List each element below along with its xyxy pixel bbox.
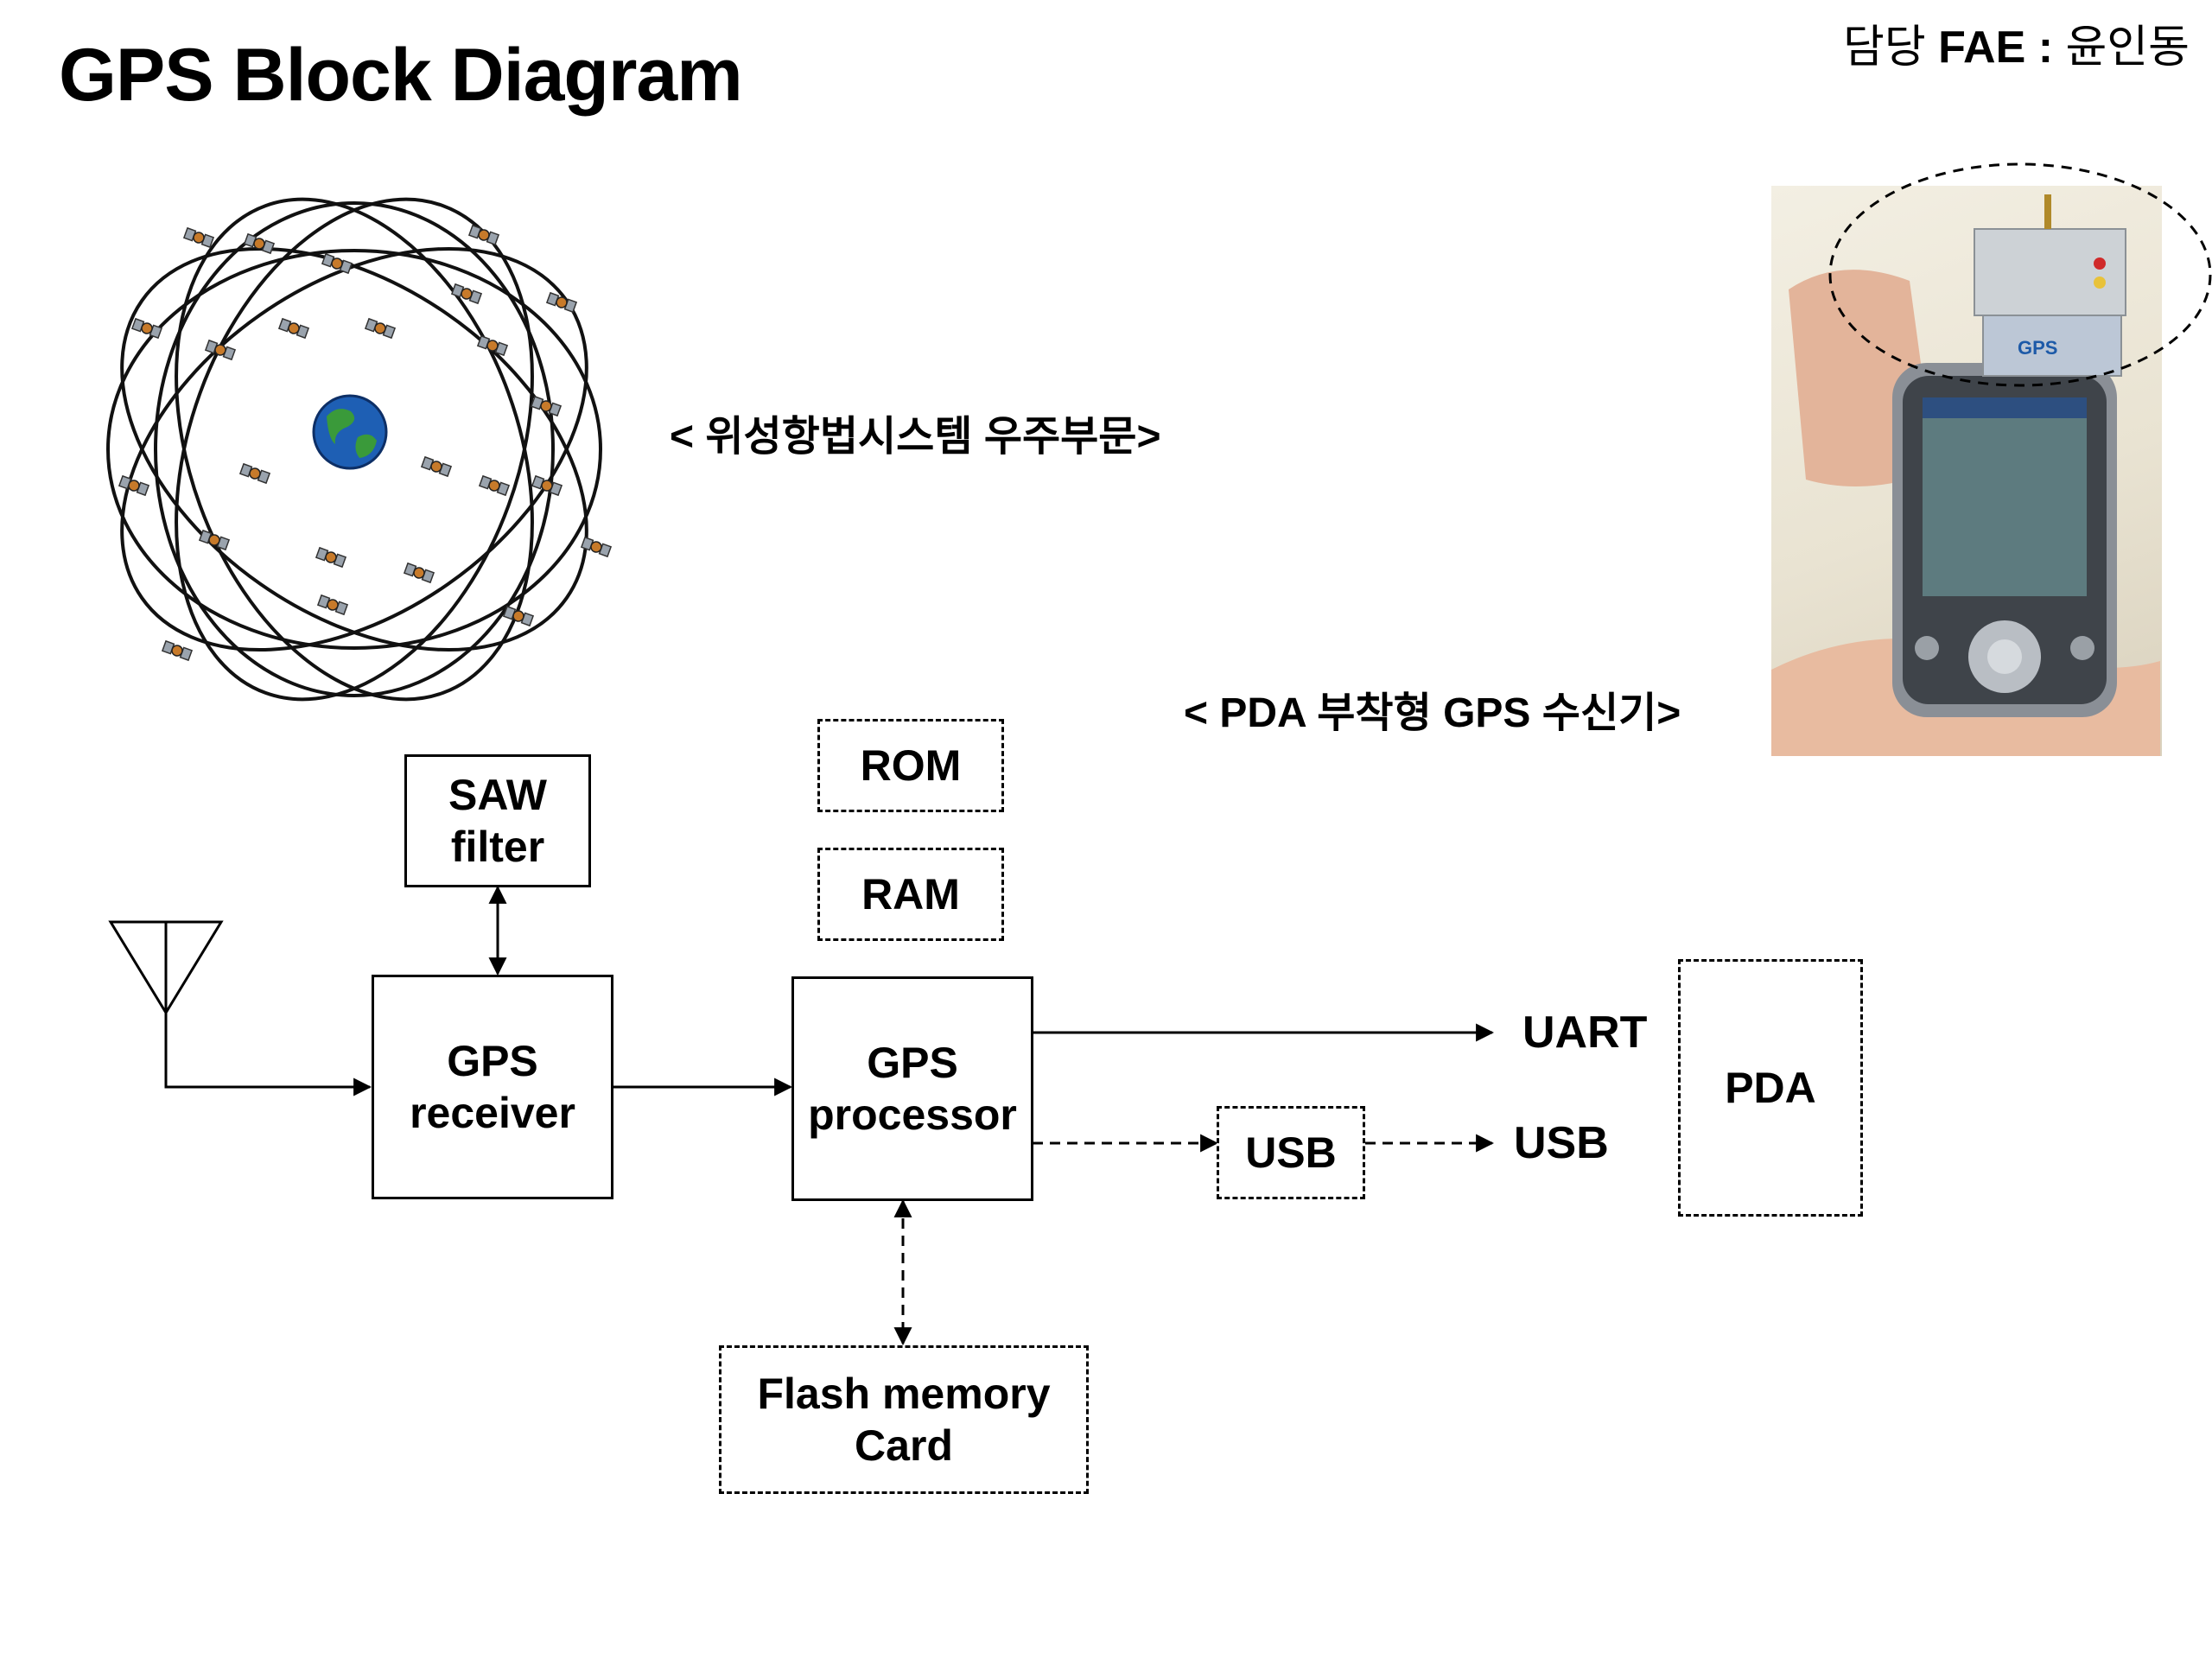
usb-block: USB (1217, 1106, 1365, 1199)
satellite-icon (198, 529, 231, 551)
fae-label: 담당 FAE : 윤인동 (1842, 22, 2190, 73)
uart-output-label: UART (1522, 1007, 1648, 1058)
satellite-icon (321, 252, 353, 275)
satellite-icon (238, 462, 271, 485)
satellite-icon (130, 317, 163, 340)
satellite-icon (420, 455, 453, 478)
satellite-icon (118, 474, 150, 497)
page-title: GPS Block Diagram (59, 34, 743, 117)
rom-block: ROM (817, 719, 1004, 812)
satellite-icon (315, 546, 347, 569)
gps-processor-block: GPS processor (791, 976, 1033, 1201)
satellite-icon (531, 474, 563, 497)
antenna-icon (108, 920, 224, 1015)
earth-icon (312, 394, 388, 470)
saw-filter-block: SAW filter (404, 754, 591, 887)
satellite-icon (364, 317, 397, 340)
satellite-icon (545, 291, 578, 314)
satellite-icon (580, 536, 613, 558)
usb-output-label: USB (1514, 1118, 1609, 1168)
gps-receiver-block: GPS receiver (372, 975, 613, 1199)
satellite-icon (277, 317, 310, 340)
flash-memory-card-block: Flash memory Card (719, 1345, 1089, 1494)
satellite-icon (478, 474, 511, 497)
satellite-icon (182, 226, 215, 249)
satellite-icon (530, 395, 563, 417)
satellite-icon (161, 639, 194, 662)
satellite-icon (403, 562, 435, 584)
space-segment-caption: < 위성항법시스템 우주부문> (670, 414, 1161, 460)
pda-receiver-caption: < PDA 부착형 GPS 수신기> (1184, 690, 1681, 736)
pda-block: PDA (1678, 959, 1863, 1217)
satellite-icon (467, 224, 500, 246)
satellite-icon (243, 232, 276, 255)
satellite-icon (502, 605, 535, 627)
satellite-icon (204, 339, 237, 361)
satellite-icon (316, 594, 349, 616)
ram-block: RAM (817, 848, 1004, 941)
satellite-icon (476, 334, 509, 357)
satellite-icon (450, 283, 483, 305)
